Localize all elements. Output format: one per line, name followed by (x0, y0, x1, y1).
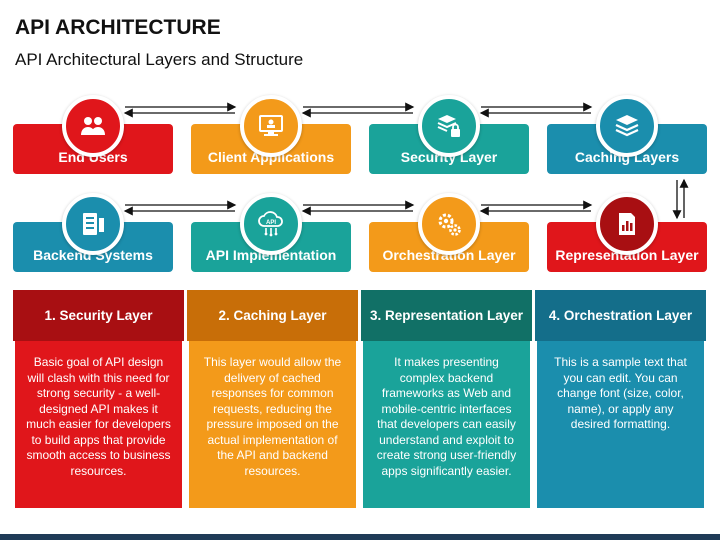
column-heading: 2. Caching Layer (187, 290, 358, 341)
node-label: End Users (58, 149, 128, 165)
node-label: Orchestration Layer (382, 247, 516, 263)
document-chart-icon (596, 193, 658, 255)
column-orchestration: 4. Orchestration Layer This is a sample … (535, 290, 706, 512)
api-cloud-icon: API (240, 193, 302, 255)
bottom-bar (0, 534, 720, 540)
column-body: This is a sample text that you can edit.… (537, 341, 704, 508)
gears-icon (418, 193, 480, 255)
column-heading: 3. Representation Layer (361, 290, 532, 341)
column-body: Basic goal of API design will clash with… (15, 341, 182, 508)
node-label: Client Applications (207, 149, 335, 165)
server-icon (62, 193, 124, 255)
layers-icon (596, 95, 658, 157)
column-representation: 3. Representation Layer It makes present… (361, 290, 532, 512)
column-heading: 1. Security Layer (13, 290, 184, 341)
node-label: API Implementation (205, 247, 337, 263)
column-heading: 4. Orchestration Layer (535, 290, 706, 341)
node-label: Caching Layers (574, 149, 680, 165)
column-body: It makes presenting complex backend fram… (363, 341, 530, 508)
monitor-icon (240, 95, 302, 157)
page-subtitle: API Architectural Layers and Structure (15, 50, 304, 69)
node-label: Representation Layer (555, 247, 699, 263)
node-label: Backend Systems (33, 247, 153, 263)
column-body: This layer would allow the delivery of c… (189, 341, 356, 508)
node-label: Security Layer (400, 149, 498, 165)
users-icon (62, 95, 124, 157)
column-security: 1. Security Layer Basic goal of API desi… (13, 290, 184, 512)
column-caching: 2. Caching Layer This layer would allow … (187, 290, 358, 512)
page-title: API ARCHITECTURE (15, 16, 221, 39)
stack-lock-icon (418, 95, 480, 157)
svg-text:API: API (266, 220, 276, 226)
connector-arrows (123, 102, 689, 220)
